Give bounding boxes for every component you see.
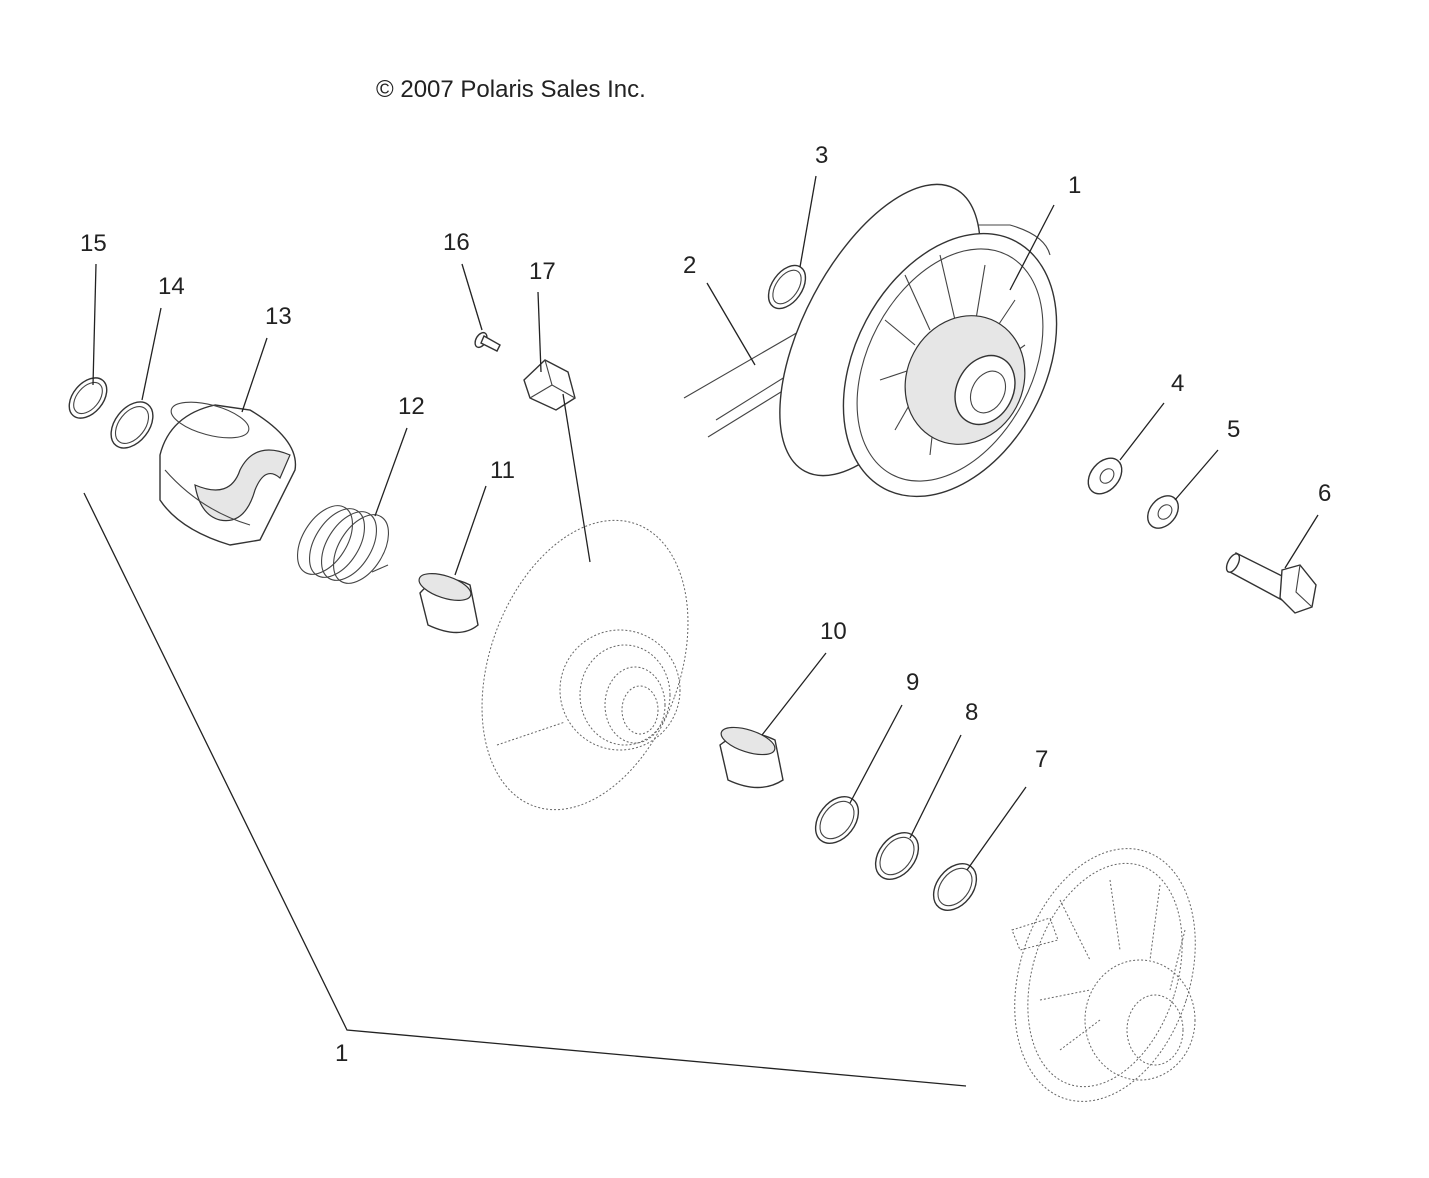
part-17-shoe[interactable] [523, 359, 576, 411]
part-14-washer[interactable] [103, 394, 162, 456]
callout-1-bottom: 1 [335, 1040, 348, 1067]
callout-9: 9 [906, 669, 919, 696]
callout-7: 7 [1035, 746, 1048, 773]
callout-3: 3 [815, 142, 828, 169]
callout-11: 11 [490, 457, 515, 484]
callout-12: 12 [398, 393, 425, 420]
part-9-washer[interactable] [807, 788, 867, 851]
part-10-bushing[interactable] [718, 722, 784, 789]
part-3-ring[interactable] [761, 259, 813, 316]
callout-4: 4 [1171, 370, 1184, 397]
part-7-washer[interactable] [925, 855, 985, 918]
part-1-clutch-assembly-bottom[interactable] [984, 825, 1226, 1125]
callout-10: 10 [820, 618, 847, 645]
part-6-bolt[interactable] [1224, 552, 1317, 614]
part-13-helix[interactable] [159, 395, 297, 546]
callout-6: 6 [1318, 480, 1331, 507]
part-16-screw[interactable] [473, 331, 501, 352]
callout-16: 16 [443, 229, 470, 256]
copyright-notice: © 2007 Polaris Sales Inc. [376, 76, 646, 103]
part-12-spring[interactable] [286, 496, 400, 593]
callout-15: 15 [80, 230, 107, 257]
callout-2: 2 [683, 252, 696, 279]
part-4-washer[interactable] [1081, 452, 1128, 501]
leader-lines [83, 175, 1319, 1087]
callout-17: 17 [529, 258, 556, 285]
callout-labels: 1 2 3 4 5 6 7 8 9 10 11 12 13 14 15 16 1… [80, 142, 1331, 1067]
callout-1-top: 1 [1068, 172, 1081, 199]
part-8-washer[interactable] [867, 824, 927, 887]
part-1-clutch-assembly-top[interactable] [739, 154, 1100, 534]
callout-5: 5 [1227, 416, 1240, 443]
moveable-sheave[interactable] [444, 492, 725, 839]
part-5-washer[interactable] [1141, 490, 1184, 534]
callout-14: 14 [158, 273, 185, 300]
part-15-retaining-ring[interactable] [62, 371, 115, 426]
callout-13: 13 [265, 303, 292, 330]
callout-8: 8 [965, 699, 978, 726]
part-11-bushing[interactable] [416, 568, 479, 634]
